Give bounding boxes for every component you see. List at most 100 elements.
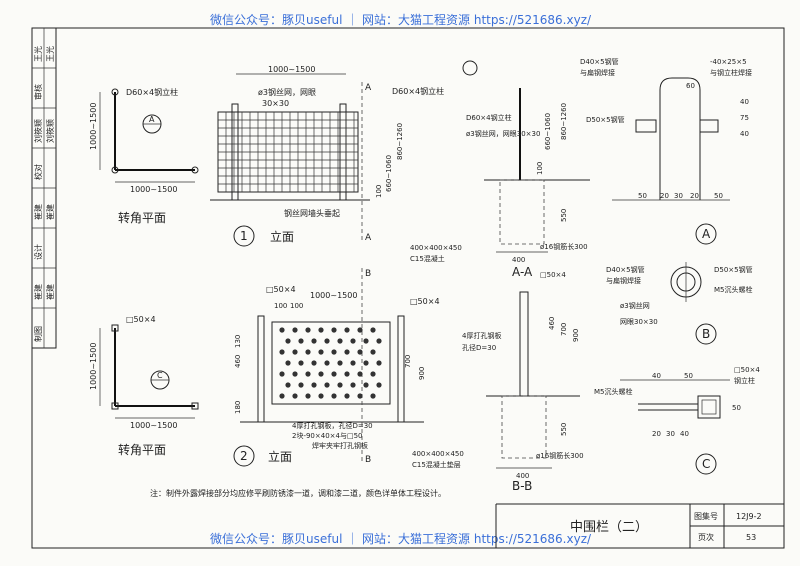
aa-dim1: 860~1260 <box>560 103 568 140</box>
atlas-value: 12J9-2 <box>736 512 762 521</box>
da-dim5: 20 <box>660 192 669 200</box>
strip-text-4: 校对 <box>33 164 43 180</box>
dc-dim0: 40 <box>652 372 661 380</box>
corner2-caption: 转角平面 <box>118 442 166 457</box>
da-dim2: 75 <box>740 114 749 122</box>
corner1-dim-h: 1000~1500 <box>130 185 177 194</box>
corner1-caption: 转角平面 <box>118 210 166 225</box>
bb-rebar-label: ø16钢筋长300 <box>536 451 584 460</box>
strip-sign-7: 崔建 <box>45 284 55 300</box>
aa-post-label: D60×4钢立柱 <box>466 113 512 122</box>
da-flat: -40×25×5 <box>710 58 747 66</box>
strip-text-2: 审核 <box>33 84 43 100</box>
aa-footing-label: 400×400×450 <box>410 244 462 252</box>
elev2-dim-v3: 700 <box>404 355 412 368</box>
strip-text-3: 刘筱颖 <box>33 119 43 143</box>
watermark-top: 微信公众号：豚贝useful ｜ 网站：大猫工程资源 https://52168… <box>210 12 592 27</box>
detail-a-callout: A <box>702 227 711 241</box>
mesh-grid-1 <box>218 112 358 192</box>
elev1-dim-top: 1000~1500 <box>268 65 315 74</box>
elev2-number: 2 <box>240 449 248 463</box>
elev1-mesh-note: 钢丝网墙头垂起 <box>284 208 340 218</box>
aa-dim2: 100 <box>536 162 544 175</box>
aa-dim0: 660~1060 <box>544 113 552 150</box>
detail-a: D40×5钢管 与扁钢焊接 D50×5钢管 -40×25×5 与钢立柱焊接 60… <box>580 57 752 245</box>
aa-rebar-label: ø16钢筋长300 <box>540 242 588 251</box>
elev1-post-label: D60×4钢立柱 <box>392 86 444 96</box>
bb-dim1: 700 <box>560 323 568 336</box>
elev2-dim-v5: 180 <box>234 401 242 414</box>
sheet-border <box>31 27 785 549</box>
title-block: 中围栏（二） 图集号 12J9-2 页次 53 <box>495 503 784 548</box>
strip-text-6: 设计 <box>33 244 43 260</box>
elev2-post-left: □50×4 <box>266 285 296 294</box>
elev2-clamp-note: 2块-90×40×4与□50 <box>292 431 363 440</box>
bb-dim2: 900 <box>572 329 580 342</box>
aa-caption: A-A <box>512 265 533 279</box>
dc-dim2: 50 <box>732 404 741 412</box>
strip-sign-5: 崔建 <box>45 204 55 220</box>
bb-footing-label: 400×400×450 <box>412 450 464 458</box>
elev2-plate-note: 4厚打孔钢板，孔径D=30 <box>292 421 373 430</box>
strip-text-1: 王光 <box>33 46 43 62</box>
elev2-dim-v0: 130 <box>234 335 242 348</box>
aa-top-callout <box>462 60 478 76</box>
bb-plate: 4厚打孔钢板 <box>462 331 501 340</box>
strip-sign-1: 王光 <box>45 46 55 62</box>
page-value: 53 <box>746 533 756 542</box>
dc-post: □50×4 <box>734 366 760 374</box>
elev2-caption: 立面 <box>268 449 292 464</box>
dc-dim3: 20 <box>652 430 661 438</box>
da-dim6: 30 <box>674 192 683 200</box>
elev1-caption: 立面 <box>270 229 294 244</box>
da-dim8: 50 <box>714 192 723 200</box>
da-flat2: 与钢立柱焊接 <box>710 68 752 77</box>
page-label: 页次 <box>698 532 714 542</box>
elev2-section-top: B <box>365 269 371 279</box>
strip-sign-3: 刘筱颖 <box>45 119 55 143</box>
db-mesh2: 网眼30×30 <box>620 318 658 326</box>
bb-plate2: 孔径D=30 <box>462 343 496 352</box>
corner1-post-label: D60×4钢立柱 <box>126 87 178 97</box>
dc-dim4: 30 <box>666 430 675 438</box>
bb-caption: B-B <box>512 479 532 493</box>
corner-plan-2: □50×4 1000~1500 1000~1500 C 转角平面 <box>89 315 199 457</box>
da-dim3: 40 <box>740 130 749 138</box>
da-dim1: 40 <box>740 98 749 106</box>
elev2-clamp-note2: 焊牢夹牢打孔钢板 <box>312 441 368 450</box>
detail-c-circle <box>695 453 717 475</box>
detail-b: D40×5钢管 与扁钢焊接 D50×5钢管 M5沉头螺栓 ø3钢丝网 网眼30×… <box>606 262 753 345</box>
elev1-dim-v2: 100 <box>375 185 383 198</box>
strip-text-5: 崔建 <box>33 204 43 220</box>
dc-post2: 钢立柱 <box>734 376 755 385</box>
strip-text-7: 崔建 <box>33 284 43 300</box>
general-note: 注：制件外露焊接部分均应修平刷防锈漆一道，调和漆二道，颜色详单体工程设计。 <box>150 488 446 498</box>
atlas-label: 图集号 <box>694 511 718 521</box>
elev1-dim-v0: 660~1060 <box>385 155 393 192</box>
perforation-holes <box>279 327 382 399</box>
detail-a-pipe <box>659 77 701 200</box>
bb-dim0: 460 <box>548 317 556 330</box>
corner-plan-1: D60×4钢立柱 1000~1500 1000~1500 A 转角平面 <box>89 87 199 225</box>
bb-post <box>519 291 529 397</box>
detail-c: □50×4 钢立柱 M5沉头螺栓 40 50 50 20 30 40 C <box>594 366 760 475</box>
elev1-mesh-label2: 30×30 <box>262 99 289 108</box>
corner2-callout: C <box>157 371 163 380</box>
elev1-mesh-label: ø3钢丝网，网眼 <box>258 87 316 97</box>
watermark-bottom: 微信公众号：豚贝useful ｜ 网站：大猫工程资源 https://52168… <box>210 531 592 546</box>
dc-dim1: 50 <box>684 372 693 380</box>
strip-text-8: 制图 <box>33 326 43 342</box>
elevation-2: □50×4 □50×4 1000~1500 100 100 130 460 70… <box>233 268 440 467</box>
elev1-section-top: A <box>365 83 372 93</box>
elev1-number-circle <box>233 225 255 247</box>
corner2-dim-h: 1000~1500 <box>130 421 177 430</box>
section-aa: D60×4钢立柱 ø3钢丝网，网眼30×30 660~1060 860~1260… <box>410 60 590 279</box>
post-2-right <box>397 315 405 423</box>
elev2-dim-top: 1000~1500 <box>310 291 357 300</box>
detail-a-circle <box>695 223 717 245</box>
elev2-number-circle <box>233 445 255 467</box>
bb-post-label: □50×4 <box>540 271 566 279</box>
aa-dim3: 550 <box>560 209 568 222</box>
post-2-left <box>257 315 265 423</box>
